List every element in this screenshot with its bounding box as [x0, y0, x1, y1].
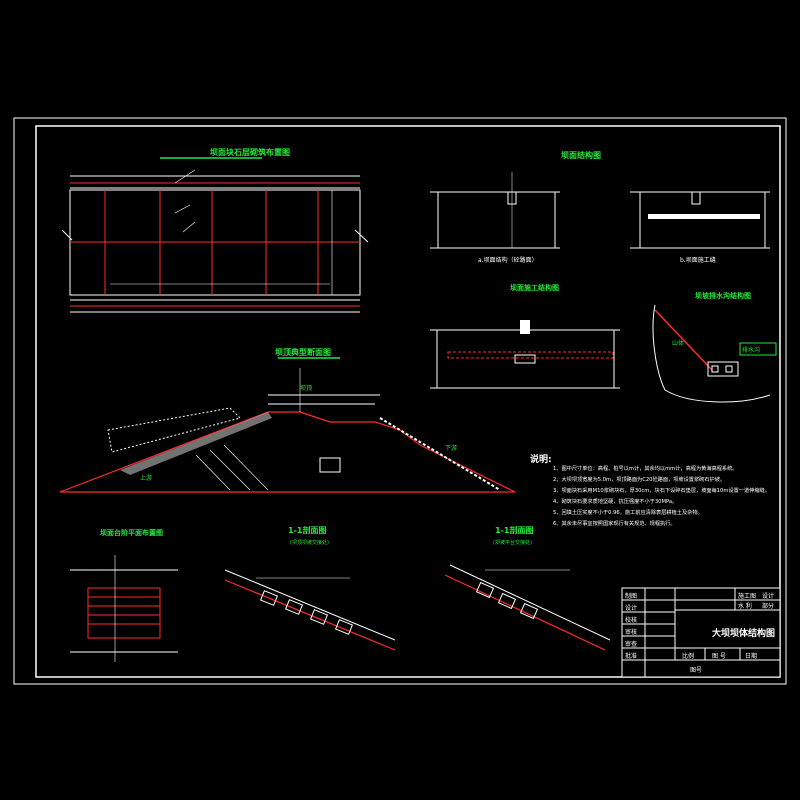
- step-plan: 坝面台阶平面布置图: [70, 528, 178, 662]
- detail-a-label: a.坝面结构（砼路面）: [478, 256, 538, 264]
- outer-frame: [13, 117, 787, 685]
- note-6: 6、其余未尽事宜按照国家现行有关规范、规程执行。: [553, 519, 676, 527]
- tb-right-top-1: 设计: [762, 592, 774, 600]
- ditch-title: 坝坡排水沟结构图: [695, 291, 751, 300]
- crest-detail: 坝面结构图 a.坝面结构（砼路面） b.坝面施工缝: [430, 150, 770, 264]
- tb-drawing-name: 大坝坝体结构图: [712, 627, 775, 639]
- inner-frame: [35, 125, 781, 678]
- tb-right-top-0: 施工图: [738, 592, 756, 600]
- tb-label-0: 制图: [625, 592, 637, 600]
- upstream-label: 上游: [140, 474, 152, 482]
- tb-bottom-0: 比例: [682, 652, 694, 660]
- tb-label-4: 审查: [625, 640, 637, 648]
- tb-bottom-2: 日期: [745, 652, 757, 660]
- ditch-label: 排水沟: [742, 346, 760, 354]
- dam-section: 坝顶典型断面图 坝顶 上游 下游: [59, 347, 516, 493]
- tb-label-5: 批准: [625, 652, 637, 660]
- notes: 说明: 1、图中尺寸单位：高程、桩号以m计，其余均以mm计，高程为黄海高程系统。…: [530, 453, 770, 527]
- note-1: 1、图中尺寸单位：高程、桩号以m计，其余均以mm计，高程为黄海高程系统。: [553, 464, 737, 472]
- tb-right-sub-1: 部分: [762, 602, 774, 610]
- crest-label: 坝顶: [300, 384, 312, 392]
- note-2: 2、大坝坝顶宽度为5.0m，坝顶路面为C20砼路面，坝坡设置浆砌石护坡。: [553, 475, 725, 483]
- note-3: 3、坝面块石采用M10浆砌块石，厚30cm，块石下设碎石垫层，坡面每10m设置一…: [553, 486, 770, 494]
- step-plan-title: 坝面台阶平面布置图: [100, 528, 163, 537]
- section-a-title: 1-1剖面图: [288, 525, 326, 535]
- title-block: 制图 设计 校核 审核 审查 批准 施工图 设计 水 利 部分 大坝坝体结构图 …: [621, 587, 781, 678]
- construction-detail: 坝面施工结构图: [430, 283, 620, 389]
- dam-section-title: 坝顶典型断面图: [275, 347, 331, 357]
- section-a-subtitle: (坝顶坝坡交接处): [290, 539, 329, 546]
- notes-heading: 说明:: [530, 453, 552, 465]
- section-b-subtitle: (坝坡平台交接处): [493, 539, 532, 546]
- tb-sheet-label: 图号: [690, 667, 702, 674]
- ditch-detail: 坝坡排水沟结构图 排水沟 山体: [652, 291, 777, 403]
- tb-label-2: 校核: [625, 616, 637, 624]
- section-1-1-a: 1-1剖面图 (坝顶坝坡交接处): [224, 525, 396, 651]
- section-b-title: 1-1剖面图: [495, 525, 533, 535]
- downstream-label: 下游: [445, 444, 457, 452]
- tb-label-1: 设计: [625, 604, 637, 612]
- detail-b-label: b.坝面施工缝: [680, 256, 716, 264]
- construction-title: 坝面施工结构图: [510, 283, 559, 292]
- tb-right-sub-0: 水 利: [738, 602, 752, 610]
- plan-layout: 坝面块石层砌筑布置图: [61, 147, 369, 313]
- crest-detail-title: 坝面结构图: [561, 150, 601, 160]
- mountain-label: 山体: [672, 339, 684, 347]
- section-1-1-b: 1-1剖面图 (坝坡平台交接处): [444, 525, 611, 651]
- tb-label-3: 审核: [625, 628, 637, 636]
- note-5: 5、回填土压实度不小于0.96，施工前应清除表层耕植土及杂物。: [553, 508, 703, 516]
- note-4: 4、砌筑块石要求质地坚硬，抗压强度不小于30MPa。: [553, 497, 677, 505]
- tb-bottom-1: 图 号: [712, 653, 726, 660]
- plan-title: 坝面块石层砌筑布置图: [210, 147, 290, 157]
